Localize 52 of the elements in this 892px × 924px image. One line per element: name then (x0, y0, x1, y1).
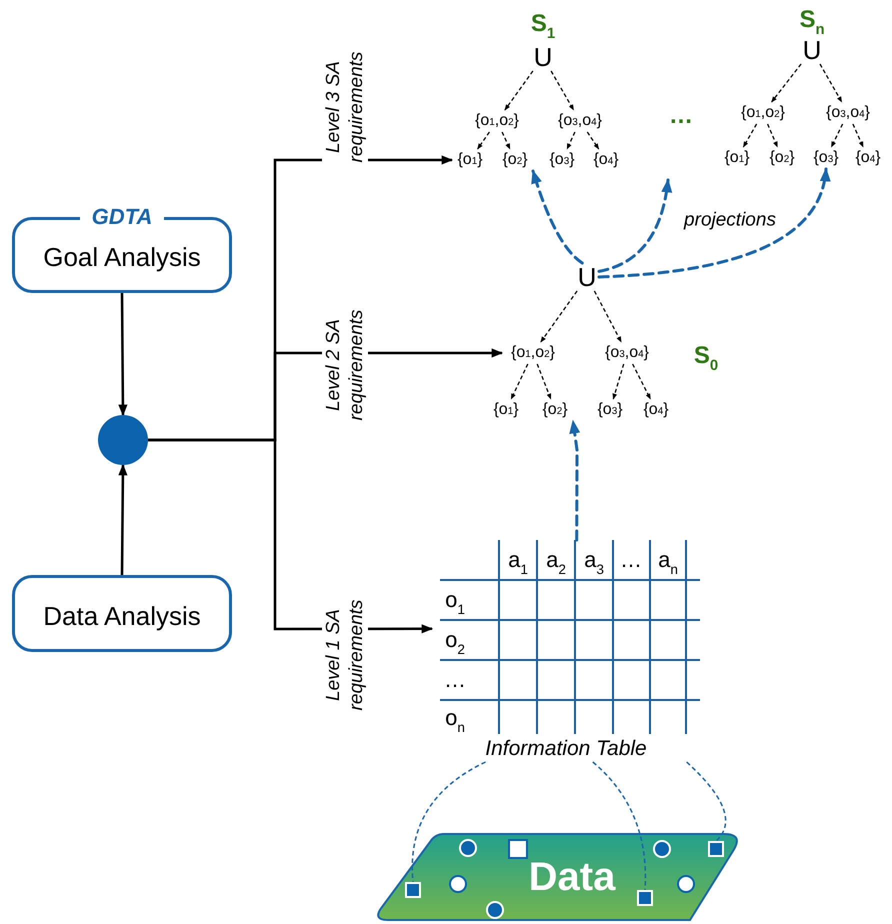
arrow (540, 290, 578, 342)
set-name: S$_{1}$ (530, 11, 556, 37)
dotted-line (592, 761, 646, 890)
table-header: … (620, 547, 642, 573)
table-header: a$_{n}$ (658, 547, 678, 573)
arrow (598, 168, 830, 278)
square-marker (708, 841, 724, 857)
arrow (118, 293, 128, 416)
table-header: a$_{1}$ (508, 547, 528, 573)
table-header: o$_{2}$ (445, 627, 465, 653)
arrow (819, 64, 842, 103)
arrow (566, 132, 576, 150)
arrow (594, 290, 622, 343)
table-header: a$_{3}$ (584, 547, 604, 573)
arrow (632, 364, 651, 400)
node-label: Goal Analysis (43, 242, 201, 272)
arrow (536, 364, 552, 400)
table-header: o$_{n}$ (445, 705, 465, 731)
arrow (502, 132, 510, 150)
arrow (531, 170, 584, 264)
square-marker (405, 882, 421, 898)
universe-label: U (800, 36, 824, 64)
arrow (148, 438, 434, 634)
arrow (742, 124, 758, 148)
universe-label: U (575, 263, 599, 291)
arrow (852, 124, 864, 148)
arrow (510, 364, 528, 400)
dotted-line (412, 761, 486, 882)
square-marker (637, 890, 653, 906)
arrow (118, 464, 128, 576)
arrow (771, 64, 802, 102)
arrow (612, 364, 624, 400)
table-header: o$_{1}$ (445, 587, 465, 613)
arrow (504, 70, 534, 110)
table-header: … (444, 667, 466, 693)
arrow (550, 70, 574, 111)
arrow (598, 178, 672, 273)
universe-label: U (531, 43, 555, 71)
node-label: Data Analysis (43, 600, 201, 630)
set-name: S$_{0}$ (694, 343, 718, 369)
arrow (569, 420, 580, 542)
set-name: S$_{n}$ (799, 7, 825, 33)
arrow (477, 132, 490, 150)
table-header: a$_{2}$ (546, 547, 566, 573)
arrow (830, 124, 844, 148)
dotted-line (686, 761, 726, 842)
ellipsis: … (669, 103, 693, 129)
arrow (586, 132, 600, 150)
node-label: Data (528, 854, 617, 900)
arrow (767, 124, 778, 148)
table-caption: Information Table (484, 736, 648, 762)
process-box (12, 575, 232, 652)
